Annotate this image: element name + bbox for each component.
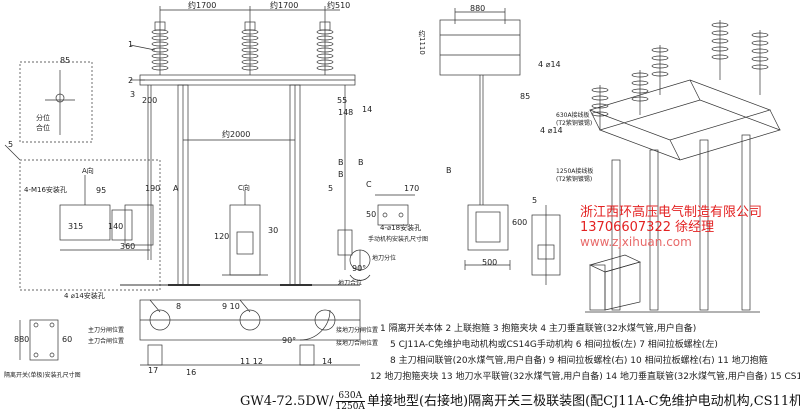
ground-fen-label: 地刀分位 — [372, 255, 397, 262]
plate-1250-sub: (T2紫铜镀锡) — [556, 176, 593, 183]
dim-8: 8 — [176, 302, 182, 311]
iso-insulator-5 — [751, 30, 769, 95]
dim-95: 95 — [96, 186, 107, 195]
legend-line-4: 12 地刀抱箍夹块 13 地刀水平联管(32水煤气管,用户自备) 14 地刀垂直… — [370, 372, 800, 382]
dim-200: 200 — [142, 96, 158, 105]
plate-1250-label: 1250A接线板 — [556, 168, 594, 175]
dim-510: 约510 — [327, 1, 351, 10]
legend-line-3: 8 主刀相间联管(20水煤气管,用户自备) 9 相间拉板螺栓(右) 10 相间拉… — [390, 356, 768, 366]
plate-630-label: 630A接线板 — [556, 112, 590, 119]
insulator-stack-3 — [316, 21, 334, 75]
dim-880: 880 — [470, 4, 486, 13]
dim-85-side: 85 — [520, 92, 531, 101]
hole-14-b: 4 ⌀14 — [540, 126, 563, 135]
dim-1110: 约1110 — [418, 30, 426, 55]
dim-11-12: 11 12 — [240, 357, 263, 366]
insulator-stack-1 — [151, 21, 169, 75]
section-b-4: B — [446, 166, 452, 175]
fen-wei-label: 分位 — [36, 114, 50, 122]
hole-18-label: 4-⌀18安装孔 — [380, 224, 422, 232]
dim-55: 55 — [337, 96, 348, 105]
dim-30: 30 — [268, 226, 279, 235]
dim-600: 600 — [512, 218, 528, 227]
ground-he-pos: 接地刀合闸位置 — [336, 340, 379, 347]
dim-14: 14 — [362, 105, 373, 114]
title-current-top: 630A — [335, 391, 365, 402]
dim-90-plan: 90° — [282, 336, 297, 345]
iso-frame — [588, 79, 782, 161]
mech-hole-label: 手动机构安装孔尺寸图 — [368, 236, 429, 243]
dim-500: 500 — [482, 258, 498, 267]
part-number-1: 1 — [128, 40, 134, 49]
hole-m16-label: 4-M16安装孔 — [24, 186, 67, 194]
title-model: GW4-72.5DW/ — [240, 394, 334, 409]
title-current-bottom: 1250A — [335, 402, 365, 412]
section-b-1: B — [338, 158, 344, 167]
arrow-a: A — [173, 184, 179, 193]
ground-he-label: 地刀合位 — [338, 280, 363, 287]
dim-1700-a: 约1700 — [188, 1, 217, 10]
legend-line-1: 1 隔离开关本体 2 上联抱箍 3 抱箍夹块 4 主刀垂直联管(32水煤气管,用… — [380, 324, 697, 334]
company-name: 浙江西环高压电气制造有限公司 — [580, 205, 763, 220]
plate-630-sub: (T2紫铜镀锡) — [556, 120, 593, 127]
dim-1700-b: 约1700 — [270, 1, 299, 10]
section-b-2: B — [358, 158, 364, 167]
dim-2000: 约2000 — [222, 130, 251, 139]
part-number-2: 2 — [128, 76, 134, 85]
dim-148: 148 — [338, 108, 354, 117]
legend-line-2: 5 CJ11A-C免维护电动机构或CS14G手动机构 6 相间拉板(左) 7 相… — [390, 340, 718, 350]
part-number-5: 5 — [8, 140, 14, 149]
dir-c-label: C向 — [238, 184, 250, 192]
dim-9-10: 9 10 — [222, 302, 240, 311]
dim-315: 315 — [68, 222, 84, 231]
title-rest: 单接地型(右接地)隔离开关三极联装图(配CJ11A-C免维护电动机构,CS11机… — [366, 394, 800, 409]
dim-50: 50 — [366, 210, 377, 219]
hole-14-c: 4 ⌀14安装孔 — [64, 292, 105, 300]
part-number-5-side: 5 — [532, 196, 538, 205]
section-b-3: B — [338, 170, 344, 179]
insulator-stack-2 — [241, 21, 259, 75]
iso-insulator-4 — [711, 20, 729, 80]
dir-a-label: A向 — [82, 167, 94, 175]
dim-140: 140 — [108, 222, 124, 231]
dim-14-plan: 14 — [322, 357, 333, 366]
dim-85-top: 85 — [60, 56, 71, 65]
dim-60: 60 — [62, 335, 73, 344]
dim-16: 16 — [186, 368, 197, 377]
main-knife-he: 主刀合闸位置 — [88, 338, 125, 345]
dim-90-deg: 90° — [352, 264, 367, 273]
ground-fen-pos: 接地刀分闸位置 — [336, 327, 379, 334]
iso-insulator-1 — [591, 85, 609, 130]
hole-14-a: 4 ⌀14 — [538, 60, 561, 69]
switch-hole-label: 隔离开关(单极)安装孔尺寸图 — [4, 372, 81, 379]
part-number-3: 3 — [130, 90, 136, 99]
dim-170: 170 — [404, 184, 420, 193]
iso-insulator-2 — [631, 70, 649, 115]
part-5-b: 5 — [328, 184, 334, 193]
main-knife-fen: 主刀分闸位置 — [88, 327, 125, 334]
dim-880-plan: 880 — [14, 335, 30, 344]
company-contact: 13706607322 徐经理 — [580, 220, 715, 235]
arrow-c: C — [366, 180, 372, 189]
dim-17: 17 — [148, 366, 159, 375]
company-website: www.zjxihuan.com — [580, 235, 692, 249]
dim-190: 190 — [145, 184, 161, 193]
he-wei-label: 合位 — [36, 124, 50, 132]
dim-360: 360 — [120, 242, 136, 251]
dim-120: 120 — [214, 232, 230, 241]
iso-insulator-3 — [651, 45, 669, 95]
